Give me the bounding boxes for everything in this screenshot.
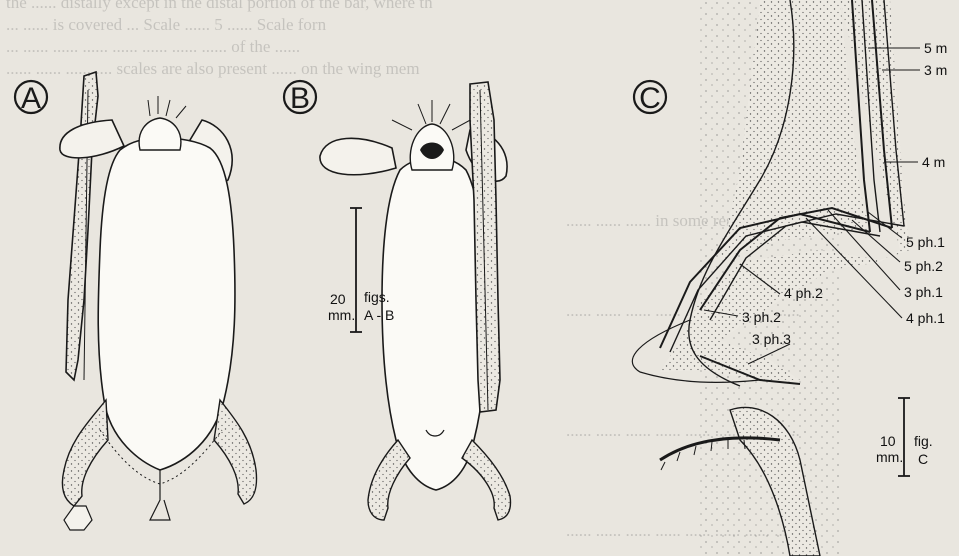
- scale-c-fig-ref: C: [918, 451, 928, 467]
- label-3ph1: 3 ph.1: [904, 284, 943, 300]
- scale-ab-unit: mm.: [328, 307, 355, 323]
- label-5ph2: 5 ph.2: [904, 258, 943, 274]
- scale-ab-figs-ref: A - B: [364, 307, 394, 323]
- scale-ab-value: 20: [330, 291, 346, 307]
- panel-a-bat-dorsal: A: [15, 72, 257, 530]
- panel-b-left-ear: [320, 138, 396, 174]
- label-3ph2: 3 ph.2: [742, 309, 781, 325]
- label-4ph2: 4 ph.2: [784, 285, 823, 301]
- panel-a-tail: [150, 470, 170, 520]
- label-4m: 4 m: [922, 154, 945, 170]
- panel-a-whiskers: [148, 96, 186, 118]
- scale-c-unit: mm.: [876, 449, 903, 465]
- panel-a-body: [98, 138, 235, 470]
- panel-a-left-foot: [64, 506, 92, 530]
- scale-c-value: 10: [880, 433, 896, 449]
- panel-c-wing-detail: C: [632, 0, 947, 556]
- scale-c-fig: fig.: [914, 433, 933, 449]
- label-3m: 3 m: [924, 62, 947, 78]
- label-3ph3: 3 ph.3: [752, 331, 791, 347]
- panel-a-left-ear: [60, 120, 124, 158]
- label-5ph1: 5 ph.1: [906, 234, 945, 250]
- panel-c-letter: C: [639, 82, 661, 115]
- label-4ph1: 4 ph.1: [906, 310, 945, 326]
- panel-a-left-leg: [62, 400, 108, 506]
- scale-ab-figs: figs.: [364, 289, 390, 305]
- panel-a-head: [139, 118, 181, 150]
- panel-b-left-leg: [368, 440, 410, 520]
- panel-a-letter: A: [21, 82, 41, 115]
- label-5m: 5 m: [924, 40, 947, 56]
- panel-a-forearm: [66, 72, 98, 380]
- panel-a-right-leg: [214, 400, 257, 504]
- panel-b-bat-ventral: B: [284, 81, 511, 520]
- scale-bar-c: 10 mm. fig. C: [876, 398, 933, 476]
- panel-b-letter: B: [290, 82, 310, 115]
- panel-b-right-leg: [462, 440, 511, 520]
